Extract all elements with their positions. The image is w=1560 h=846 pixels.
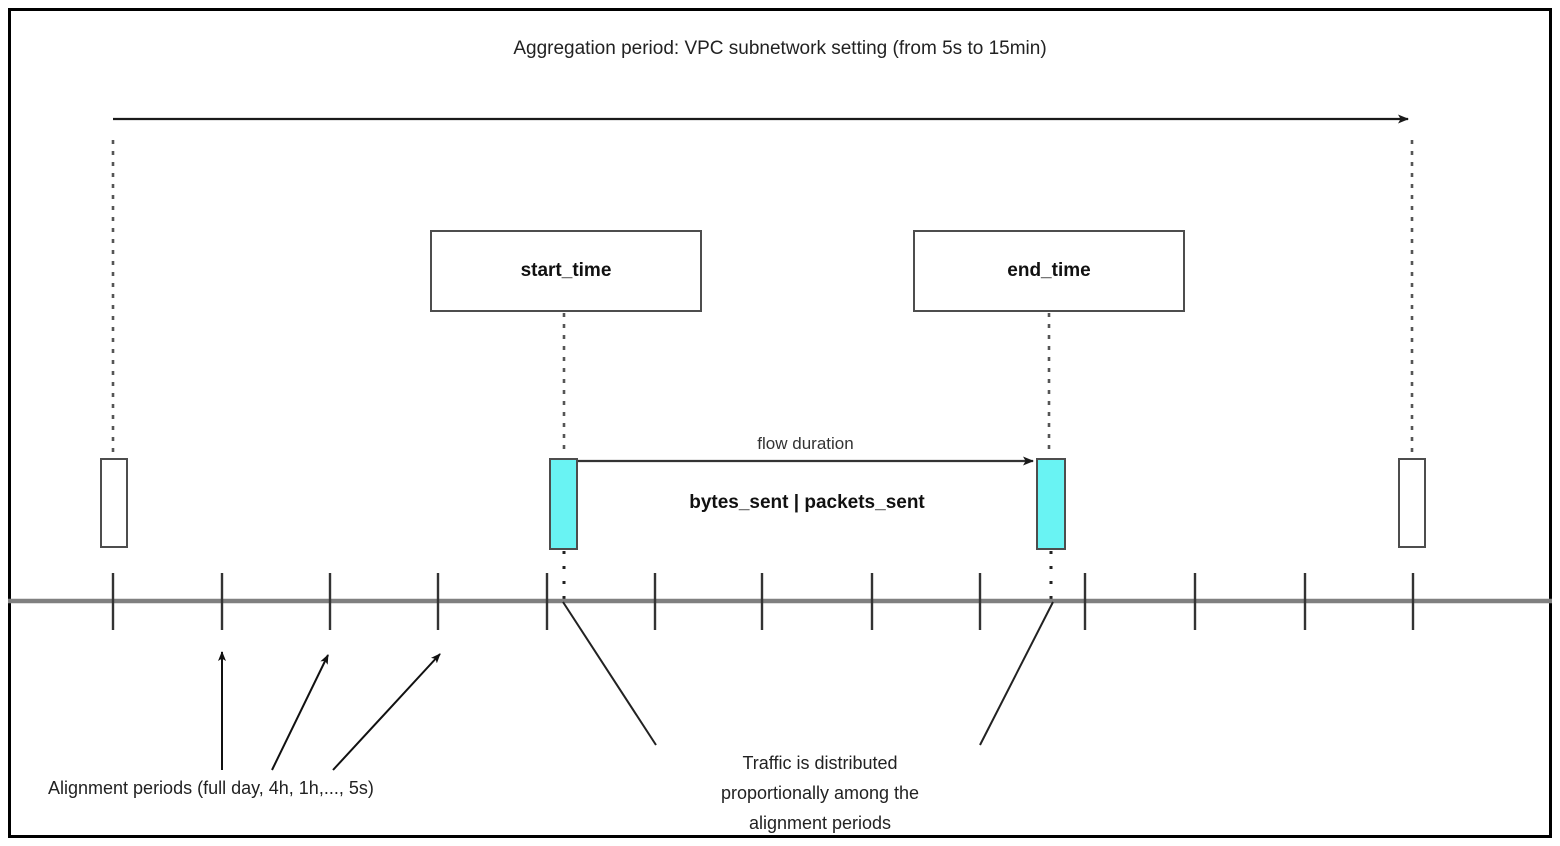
flow-end-marker xyxy=(1036,458,1066,550)
metrics-label: bytes_sent | packets_sent xyxy=(689,492,925,513)
traffic-note-line-3: alignment periods xyxy=(748,813,892,833)
flow-duration-label: flow duration xyxy=(757,434,854,453)
traffic-note-line-2: proportionally among the xyxy=(720,783,920,803)
traffic-distribution-note: Traffic is distributed proportionally am… xyxy=(660,748,980,838)
node-end-time[interactable]: end_time xyxy=(913,230,1185,312)
traffic-note-line-1: Traffic is distributed xyxy=(742,753,898,773)
diagram-frame xyxy=(8,8,1552,838)
aggregation-boundary-marker-right xyxy=(1398,458,1426,548)
alignment-periods-label: Alignment periods (full day, 4h, 1h,...,… xyxy=(48,778,374,798)
node-start-time[interactable]: start_time xyxy=(430,230,702,312)
aggregation-boundary-marker-left xyxy=(100,458,128,548)
flow-start-marker xyxy=(549,458,578,550)
diagram-title: Aggregation period: VPC subnetwork setti… xyxy=(513,38,1047,59)
